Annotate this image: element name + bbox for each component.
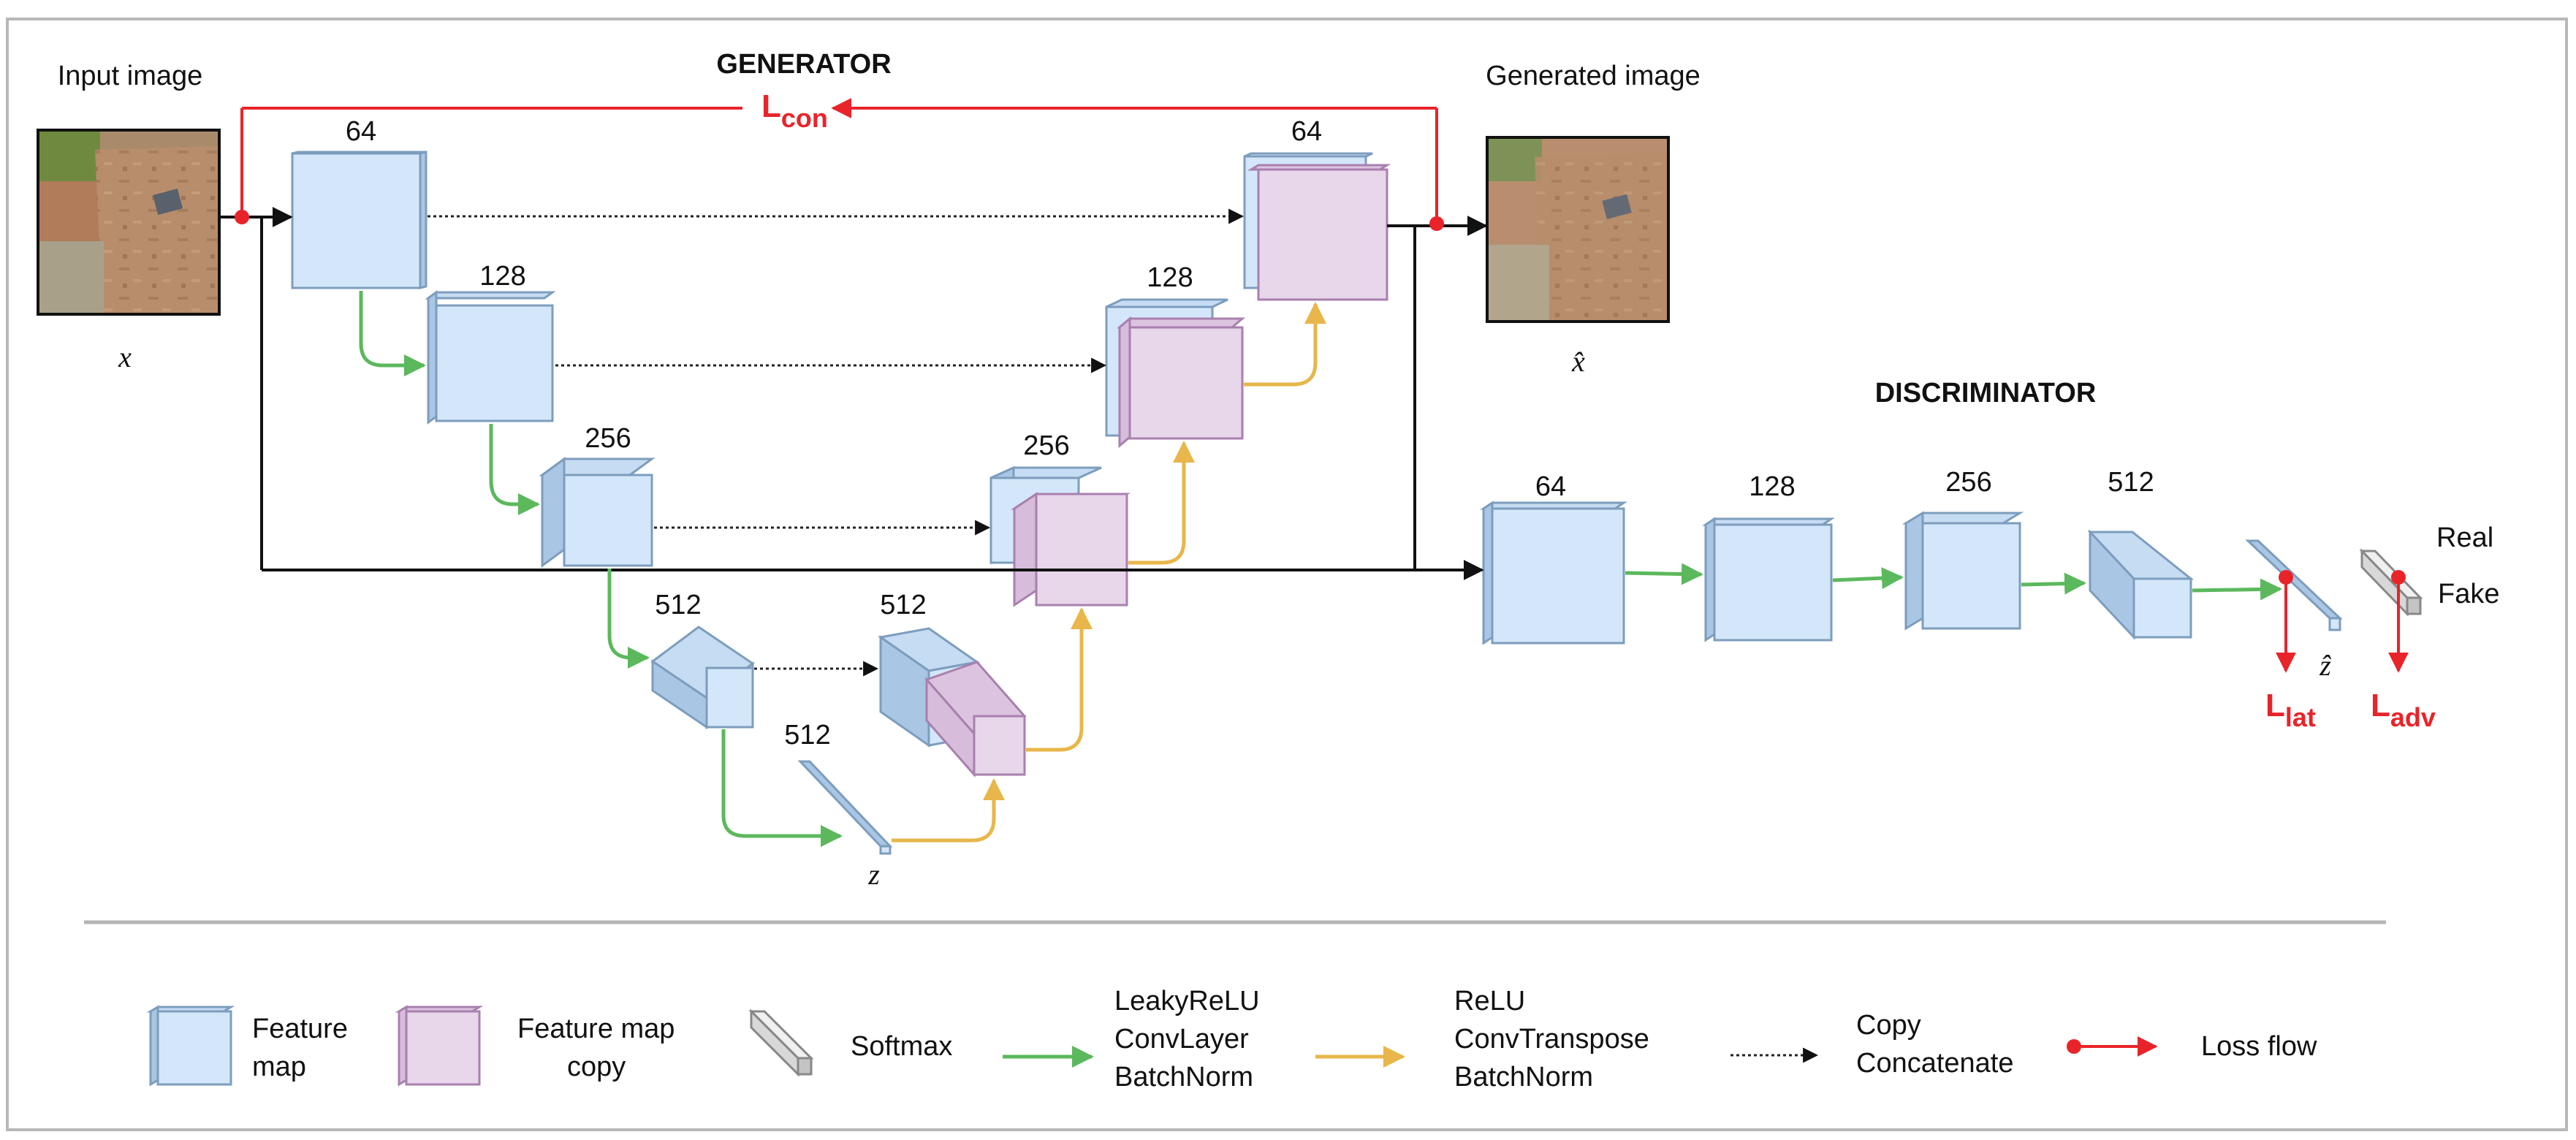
- generated-image: [1486, 136, 1670, 323]
- generator-title: GENERATOR: [716, 49, 891, 80]
- encoder-label-256: 256: [585, 423, 631, 454]
- discriminator-block-128: [1702, 517, 1835, 642]
- decoder-label-128: 128: [1147, 262, 1193, 293]
- discriminator-block-256: [1901, 511, 2024, 631]
- decoder-block-128: [1105, 298, 1246, 449]
- latent-vector-zhat: [2245, 539, 2343, 631]
- latent-label-512: 512: [784, 720, 830, 750]
- loss-dot-generated: [1429, 216, 1444, 231]
- loss-flows: [240, 98, 2409, 673]
- encoder-label-512: 512: [655, 590, 701, 620]
- loss-con-label: Lcon: [761, 88, 828, 133]
- loss-dot-input: [235, 210, 249, 224]
- loss-lat-label: Llat: [2265, 688, 2316, 732]
- discriminator-block-512: [2087, 529, 2195, 640]
- softmax-bar: [2359, 548, 2423, 617]
- generated-math-xhat: x̂: [1571, 345, 1585, 378]
- latent-vector-z: [797, 760, 893, 855]
- encoder-label-128: 128: [479, 261, 525, 292]
- legend-loss-label: Loss flow: [2201, 1031, 2317, 1062]
- encoder-block-128: [425, 290, 556, 425]
- encoder-label-64: 64: [346, 116, 376, 147]
- discriminator-title: DISCRIMINATOR: [1875, 378, 2097, 408]
- skip-and-flow-connectors: [219, 207, 1488, 580]
- input-image: [37, 129, 221, 316]
- decoder-yellow-arrows: [892, 302, 1326, 843]
- decoder-block-512: [878, 627, 1027, 778]
- copy-concatenate-connectors: [428, 208, 1245, 677]
- legend-feature-map-copy-icon: [395, 1005, 484, 1087]
- encoder-block-64: [291, 151, 428, 289]
- decoder-label-512: 512: [880, 590, 926, 620]
- decoder-block-64: [1243, 152, 1391, 301]
- outer-frame: [6, 18, 2568, 1131]
- input-image-label: Input image: [58, 61, 203, 91]
- latent-math-zhat: ẑ: [2319, 649, 2331, 682]
- loss-dot-adversarial: [2391, 570, 2406, 585]
- loss-adv-label: Ladv: [2371, 688, 2436, 732]
- legend-softmax-label: Softmax: [851, 1031, 952, 1062]
- discriminator-label-64: 64: [1535, 471, 1566, 502]
- legend-softmax-icon: [748, 1008, 814, 1077]
- generated-image-label: Generated image: [1486, 61, 1701, 91]
- encoder-green-arrows: [359, 291, 2282, 847]
- discriminator-label-256: 256: [1945, 467, 1991, 498]
- discriminator-block-64: [1480, 501, 1627, 645]
- input-math-x: x: [118, 341, 132, 373]
- encoder-block-256: [539, 457, 656, 568]
- output-real-label: Real: [2436, 522, 2493, 553]
- loss-dot-latent: [2279, 570, 2293, 585]
- discriminator-label-512: 512: [2108, 467, 2154, 498]
- decoder-label-256: 256: [1023, 430, 1069, 461]
- decoder-block-256: [989, 466, 1131, 607]
- encoder-block-512: [650, 626, 755, 729]
- latent-math-z: z: [867, 858, 880, 891]
- legend-feature-map-icon: [146, 1005, 235, 1087]
- discriminator-label-128: 128: [1749, 471, 1795, 502]
- decoder-label-64: 64: [1291, 116, 1322, 147]
- output-fake-label: Fake: [2438, 579, 2499, 609]
